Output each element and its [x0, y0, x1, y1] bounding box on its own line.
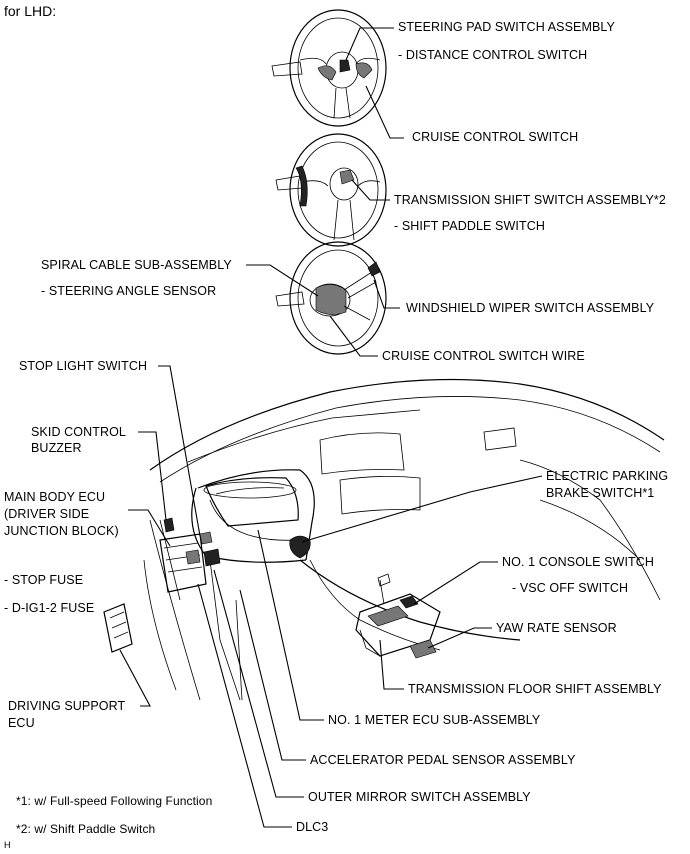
label-no1-console-switch: NO. 1 CONSOLE SWITCH — [502, 555, 655, 569]
label-skid-control-buzzer-line1: SKID CONTROL — [31, 425, 126, 439]
driving-support-ecu — [103, 603, 133, 653]
label-transmission-shift-switch-assembly: TRANSMISSION SHIFT SWITCH ASSEMBLY*2 — [394, 193, 666, 207]
label-driving-support-ecu-line2: ECU — [8, 716, 35, 730]
label-outer-mirror-switch-assembly: OUTER MIRROR SWITCH ASSEMBLY — [308, 790, 531, 804]
label-distance-control-switch: - DISTANCE CONTROL SWITCH — [398, 48, 588, 62]
steering-wheel-3 — [275, 241, 387, 355]
label-windshield-wiper-switch-assembly: WINDSHIELD WIPER SWITCH ASSEMBLY — [406, 301, 655, 315]
main-body-ecu-block — [159, 517, 221, 593]
label-transmission-floor-shift-assembly: TRANSMISSION FLOOR SHIFT ASSEMBLY — [408, 682, 662, 696]
label-steering-angle-sensor: - STEERING ANGLE SENSOR — [41, 284, 217, 298]
label-d-ig1-2-fuse: - D-IG1-2 FUSE — [4, 601, 95, 615]
label-skid-control-buzzer-line2: BUZZER — [31, 441, 82, 455]
leader-lines — [119, 27, 543, 828]
label-main-body-ecu-line1: MAIN BODY ECU — [4, 490, 106, 504]
label-main-body-ecu-line3: JUNCTION BLOCK) — [4, 524, 119, 538]
label-electric-parking-brake-switch-line1: ELECTRIC PARKING — [546, 469, 669, 483]
label-spiral-cable-sub-assembly: SPIRAL CABLE SUB-ASSEMBLY — [41, 258, 232, 272]
label-steering-pad-switch-assembly: STEERING PAD SWITCH ASSEMBLY — [398, 20, 615, 34]
transmission-floor-shift — [355, 573, 441, 659]
diagram-header: for LHD: — [4, 3, 57, 19]
label-stop-light-switch: STOP LIGHT SWITCH — [19, 359, 148, 373]
dashboard-outline — [143, 378, 665, 701]
footnote-1: *1: w/ Full-speed Following Function — [16, 794, 213, 808]
meter-cluster — [205, 477, 299, 527]
label-dlc3: DLC3 — [296, 820, 329, 834]
label-accelerator-pedal-sensor-assembly: ACCELERATOR PEDAL SENSOR ASSEMBLY — [310, 753, 576, 767]
steering-wheel-1 — [271, 9, 387, 127]
label-no1-meter-ecu-sub-assembly: NO. 1 METER ECU SUB-ASSEMBLY — [328, 713, 541, 727]
label-stop-fuse: - STOP FUSE — [4, 573, 84, 587]
label-yaw-rate-sensor: YAW RATE SENSOR — [496, 621, 617, 635]
label-main-body-ecu-line2: (DRIVER SIDE — [4, 507, 90, 521]
corner-mark: H — [4, 840, 11, 850]
stop-light-switch — [199, 531, 213, 545]
footnote-2: *2: w/ Shift Paddle Switch — [16, 822, 156, 836]
label-electric-parking-brake-switch-line2: BRAKE SWITCH*1 — [546, 486, 655, 500]
label-vsc-off-switch: - VSC OFF SWITCH — [512, 581, 629, 595]
label-cruise-control-switch-wire: CRUISE CONTROL SWITCH WIRE — [382, 349, 585, 363]
label-shift-paddle-switch: - SHIFT PADDLE SWITCH — [394, 219, 545, 233]
label-driving-support-ecu-line1: DRIVING SUPPORT — [8, 699, 126, 713]
label-cruise-control-switch: CRUISE CONTROL SWITCH — [412, 130, 579, 144]
steering-wheel-2 — [275, 133, 387, 247]
